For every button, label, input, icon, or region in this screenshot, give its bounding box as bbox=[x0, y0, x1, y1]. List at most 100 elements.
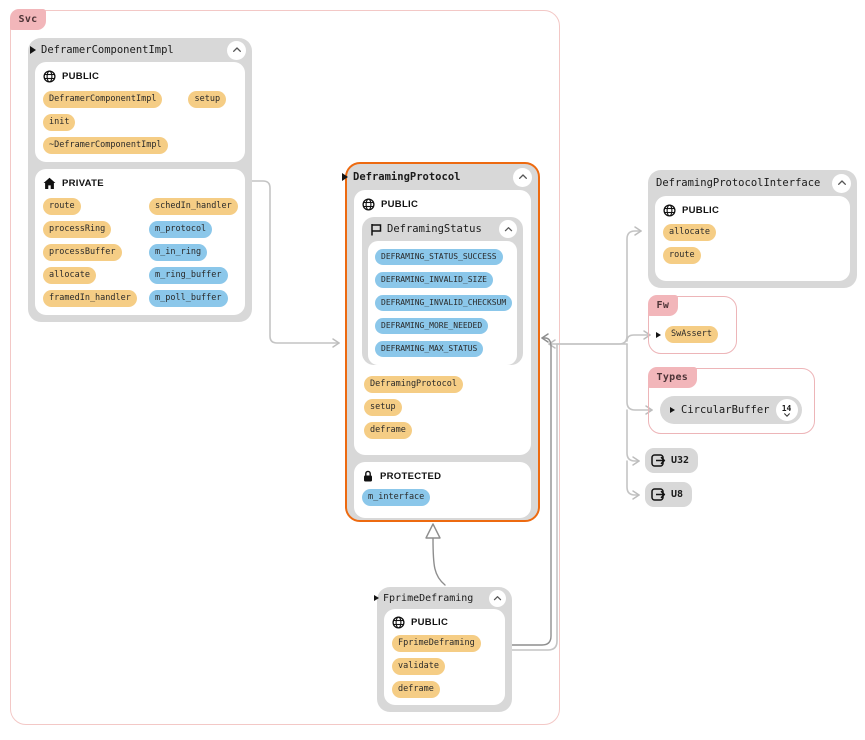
class-title: DeframingProtocolInterface bbox=[656, 177, 821, 189]
inheritance-triangle-icon bbox=[425, 523, 441, 539]
member-pill[interactable]: allocate bbox=[663, 224, 716, 241]
member-pill[interactable]: processRing bbox=[43, 221, 112, 238]
member-pill[interactable]: setup bbox=[364, 399, 402, 416]
globe-icon bbox=[392, 616, 405, 629]
class-header-fprime-deframing[interactable]: FprimeDeframing bbox=[374, 587, 512, 609]
member-row: ~DeframerComponentImpl bbox=[43, 137, 168, 154]
globe-icon bbox=[362, 198, 375, 211]
class-pill-circular-buffer[interactable]: CircularBuffer 14 bbox=[660, 396, 802, 424]
member-pill[interactable]: DEFRAMING_MAX_STATUS bbox=[375, 341, 484, 357]
namespace-svc-badge[interactable]: Svc bbox=[9, 9, 47, 30]
member-pill[interactable]: m_protocol bbox=[149, 221, 213, 238]
member-pill[interactable]: init bbox=[43, 114, 76, 131]
type-pill-u32[interactable]: U32 bbox=[645, 448, 699, 473]
visibility-label: PUBLIC bbox=[682, 205, 720, 216]
visibility-section-protected: PROTECTED m_interface bbox=[354, 462, 531, 518]
member-pill[interactable]: ~DeframerComponentImpl bbox=[43, 137, 168, 154]
chevron-up-icon bbox=[518, 174, 527, 179]
flag-icon bbox=[370, 223, 382, 236]
enum-header[interactable]: DeframingStatus bbox=[362, 217, 523, 241]
member-pill[interactable]: schedIn_handler bbox=[149, 198, 238, 215]
member-pill[interactable]: validate bbox=[392, 658, 445, 675]
class-header-deframing-protocol-interface[interactable]: DeframingProtocolInterface bbox=[648, 170, 857, 196]
member-list: FprimeDeframing validate deframe bbox=[392, 635, 497, 698]
visibility-label: PUBLIC bbox=[411, 617, 449, 628]
class-box-deframing-protocol-interface: DeframingProtocolInterface PUBLIC alloca… bbox=[648, 170, 857, 288]
member-pill[interactable]: DeframingProtocol bbox=[364, 376, 463, 393]
member-count: 14 bbox=[781, 403, 792, 413]
member-pill[interactable]: m_interface bbox=[362, 489, 431, 506]
expand-triangle-icon[interactable] bbox=[30, 46, 36, 54]
chevron-up-icon bbox=[837, 180, 846, 185]
visibility-label: PROTECTED bbox=[380, 471, 442, 482]
visibility-section-public: PUBLIC DeframingStatus DEFRAMING_STATUS_… bbox=[354, 190, 531, 455]
chevron-up-icon bbox=[232, 47, 241, 52]
namespace-svc: Svc bbox=[9, 9, 560, 725]
expand-triangle-icon[interactable] bbox=[342, 173, 348, 181]
member-list: m_interface bbox=[362, 489, 523, 506]
member-count-badge[interactable]: 14 bbox=[775, 399, 798, 421]
member-pill[interactable]: DEFRAMING_MORE_NEEDED bbox=[375, 318, 489, 334]
globe-icon bbox=[663, 204, 676, 217]
class-title: DeframerComponentImpl bbox=[41, 44, 174, 56]
member-pill[interactable]: deframe bbox=[392, 681, 440, 698]
member-pill[interactable]: route bbox=[663, 247, 701, 264]
external-symbol-sw-assert[interactable]: SwAssert bbox=[656, 326, 718, 343]
member-pill[interactable]: processBuffer bbox=[43, 244, 122, 261]
member-pill[interactable]: DEFRAMING_INVALID_SIZE bbox=[375, 272, 493, 288]
member-row: DeframerComponentImpl setup bbox=[43, 91, 227, 108]
member-pill[interactable]: allocate bbox=[43, 267, 96, 284]
namespace-fw-badge[interactable]: Fw bbox=[647, 295, 679, 316]
visibility-section-public: PUBLIC FprimeDeframing validate deframe bbox=[384, 609, 505, 705]
expand-triangle-icon[interactable] bbox=[670, 407, 675, 413]
function-pill[interactable]: SwAssert bbox=[665, 326, 718, 343]
member-pill[interactable]: setup bbox=[188, 91, 227, 108]
class-title: FprimeDeframing bbox=[383, 592, 474, 604]
class-box-deframing-protocol: DeframingProtocol PUBLIC DeframingStatus bbox=[342, 162, 540, 522]
class-title: DeframingProtocol bbox=[353, 171, 461, 183]
globe-icon bbox=[43, 70, 56, 83]
member-pill[interactable]: deframe bbox=[364, 422, 412, 439]
expand-triangle-icon[interactable] bbox=[374, 595, 379, 601]
method-list: DeframingProtocol setup deframe bbox=[364, 376, 523, 439]
enum-value-list: DEFRAMING_STATUS_SUCCESS DEFRAMING_INVALI… bbox=[375, 249, 513, 357]
class-title: CircularBuffer bbox=[681, 404, 770, 416]
lock-icon bbox=[362, 470, 374, 483]
namespace-types-badge[interactable]: Types bbox=[647, 367, 698, 388]
typedef-export-icon bbox=[651, 487, 666, 502]
expand-triangle-icon[interactable] bbox=[656, 331, 661, 338]
collapse-button[interactable] bbox=[489, 589, 506, 607]
member-pill[interactable]: DEFRAMING_INVALID_CHECKSUM bbox=[375, 295, 513, 311]
member-pill[interactable]: DeframerComponentImpl bbox=[43, 91, 163, 108]
collapse-button[interactable] bbox=[227, 40, 246, 60]
member-pill[interactable]: DEFRAMING_STATUS_SUCCESS bbox=[375, 249, 503, 265]
typedef-export-icon bbox=[651, 453, 666, 468]
dependency-edges bbox=[251, 180, 653, 651]
namespace-fw: Fw bbox=[647, 295, 737, 354]
uses-and-inheritance-edges bbox=[425, 333, 552, 646]
collapse-button[interactable] bbox=[832, 173, 851, 193]
member-list: route schedIn_handler processRing m_protoco… bbox=[43, 198, 238, 307]
member-pill[interactable]: route bbox=[43, 198, 81, 215]
member-pill[interactable]: m_in_ring bbox=[149, 244, 208, 261]
class-box-fprime-deframing: FprimeDeframing PUBLIC FprimeDeframing va… bbox=[374, 587, 512, 712]
collapse-button[interactable] bbox=[499, 220, 517, 238]
enum-box-deframing-status: DeframingStatus DEFRAMING_STATUS_SUCCESS… bbox=[362, 217, 523, 365]
member-pill[interactable]: m_ring_buffer bbox=[149, 267, 228, 284]
class-header-deframer-component-impl[interactable]: DeframerComponentImpl bbox=[28, 38, 252, 62]
member-pill[interactable]: framedIn_handler bbox=[43, 290, 137, 307]
visibility-label: PRIVATE bbox=[62, 178, 104, 189]
member-pill[interactable]: m_poll_buffer bbox=[149, 290, 228, 307]
type-label: U8 bbox=[671, 489, 684, 500]
class-header-deframing-protocol[interactable]: DeframingProtocol bbox=[342, 164, 538, 190]
member-pill[interactable]: FprimeDeframing bbox=[392, 635, 481, 652]
collapse-button[interactable] bbox=[513, 167, 532, 187]
chevron-down-icon bbox=[783, 412, 790, 417]
enum-title: DeframingStatus bbox=[387, 223, 482, 235]
type-pill-u8[interactable]: U8 bbox=[645, 482, 693, 507]
home-icon bbox=[43, 177, 56, 190]
chevron-up-icon bbox=[504, 226, 512, 231]
